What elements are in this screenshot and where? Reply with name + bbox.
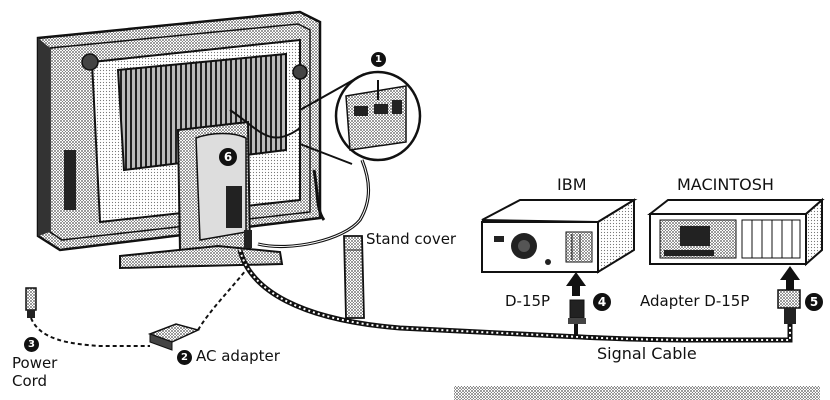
ibm-computer [481,198,638,274]
adapter-d15p-label: Adapter D-15P [640,292,750,310]
stand-cover-label: Stand cover [366,230,457,248]
badge-step-2: 2 [177,350,192,365]
arrow-to-macintosh [780,266,800,290]
power-cord-illustration [25,287,150,347]
badge-step-6: 6 [219,148,237,166]
badge-step-5: 5 [805,293,823,311]
signal-cable-label: Signal Cable [597,344,697,363]
signal-cable [237,249,793,343]
macintosh-label: MACINTOSH [677,175,774,194]
ac-adapter-label: AC adapter [196,347,280,365]
monitor-rear-illustration [36,10,322,270]
connector-callout [229,70,422,249]
power-cord-label-line2: Cord [12,372,48,390]
badge-step-1: 1 [371,52,386,67]
ibm-label: IBM [557,175,587,194]
badge-step-4: 4 [593,293,611,311]
d15p-connector [568,299,586,324]
d15p-label: D-15P [505,292,551,310]
macintosh-computer [647,197,825,267]
halftone-bar [454,386,820,400]
ac-adapter-illustration [147,269,247,351]
stand-cover-piece [343,235,365,319]
badge-step-3: 3 [24,337,39,352]
arrow-to-ibm [566,272,586,296]
mac-adapter-connector [777,289,801,324]
power-cord-label-line1: Power [12,354,58,372]
